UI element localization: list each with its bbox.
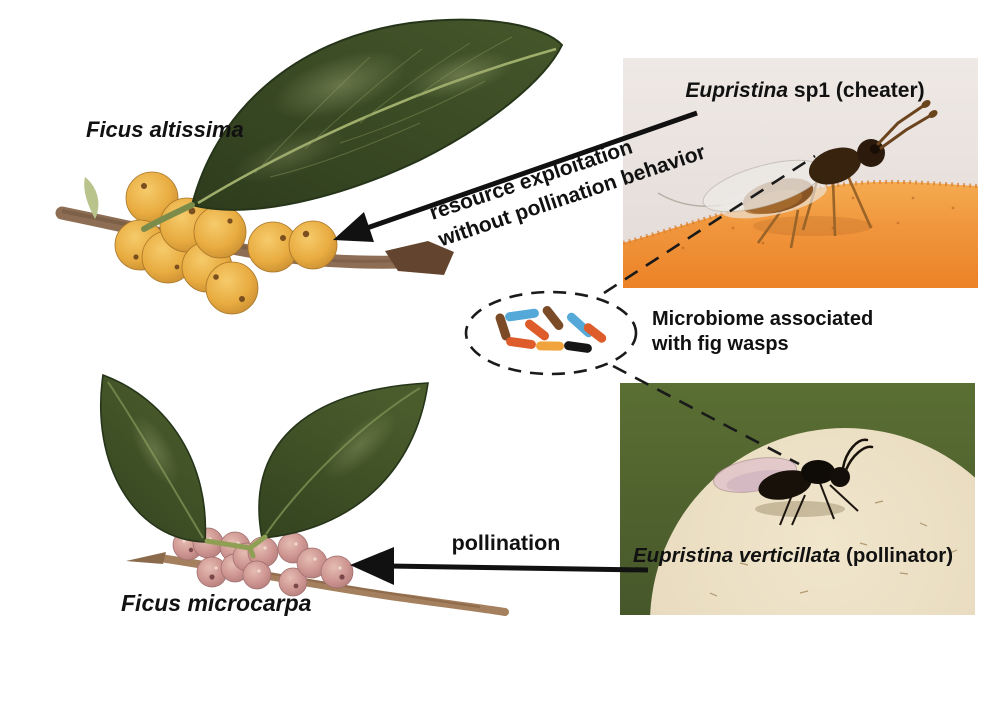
rod-red-2 [583, 323, 607, 343]
wasp-thorax [801, 460, 835, 484]
wasp-legs [779, 482, 859, 526]
ficus-altissima-label: Ficus altissima [86, 117, 244, 142]
microcarpa-figs [172, 527, 354, 597]
microbiome-label: Microbiome associated with fig wasps [652, 307, 873, 356]
altissima-figs [114, 171, 338, 315]
fig-fruit [278, 567, 308, 597]
fig-spots [133, 183, 310, 302]
branch-bract [84, 177, 99, 219]
rod-red-3 [506, 337, 536, 349]
wasp-antennae [841, 438, 874, 472]
wasp-abdomen [758, 470, 812, 500]
wasp-antennae [876, 102, 935, 150]
wasp-thorax [808, 147, 862, 185]
fig-fruit [205, 261, 259, 315]
microcarpa-leaves [99, 373, 429, 559]
pollinator-species: Eupristina verticillata [632, 544, 841, 567]
ficus-altissima-illustration [55, 18, 564, 315]
leaf-petioles [204, 534, 268, 559]
rod-black-1 [564, 341, 592, 353]
cheater-wasp-label: Eupristina sp1 (cheater) [650, 79, 960, 103]
pollinator-wasp-photo [620, 383, 975, 615]
ficus-microcarpa-label: Ficus microcarpa [121, 590, 312, 616]
fig-hairs [709, 500, 958, 597]
leaf-petiole [141, 202, 195, 232]
pollinator-wasp [713, 438, 874, 526]
cheater-genus: Eupristina [685, 79, 789, 102]
branch-knob [385, 241, 454, 275]
fig-fruit [242, 560, 272, 590]
microbiome-label-line2: with fig wasps [652, 332, 789, 355]
fig-fruit [193, 205, 247, 259]
cheater-descriptor: sp1 (cheater) [788, 79, 925, 102]
wasp-eye [870, 144, 880, 154]
ficus-microcarpa-illustration [99, 373, 509, 616]
fig-ostioles [188, 547, 345, 589]
pollinator-descriptor: (pollinator) [840, 544, 954, 567]
pollination-arrow-text: pollination [451, 531, 561, 555]
rod-amber-1 [536, 341, 564, 351]
wasp-head [830, 467, 850, 487]
pollinator-wasp-label: Eupristina verticillata (pollinator) [628, 544, 958, 568]
fig-fruit [288, 220, 338, 270]
microbiome-label-line1: Microbiome associated [652, 308, 874, 330]
branch-thorn [126, 552, 166, 564]
fig-fruit [320, 555, 354, 589]
